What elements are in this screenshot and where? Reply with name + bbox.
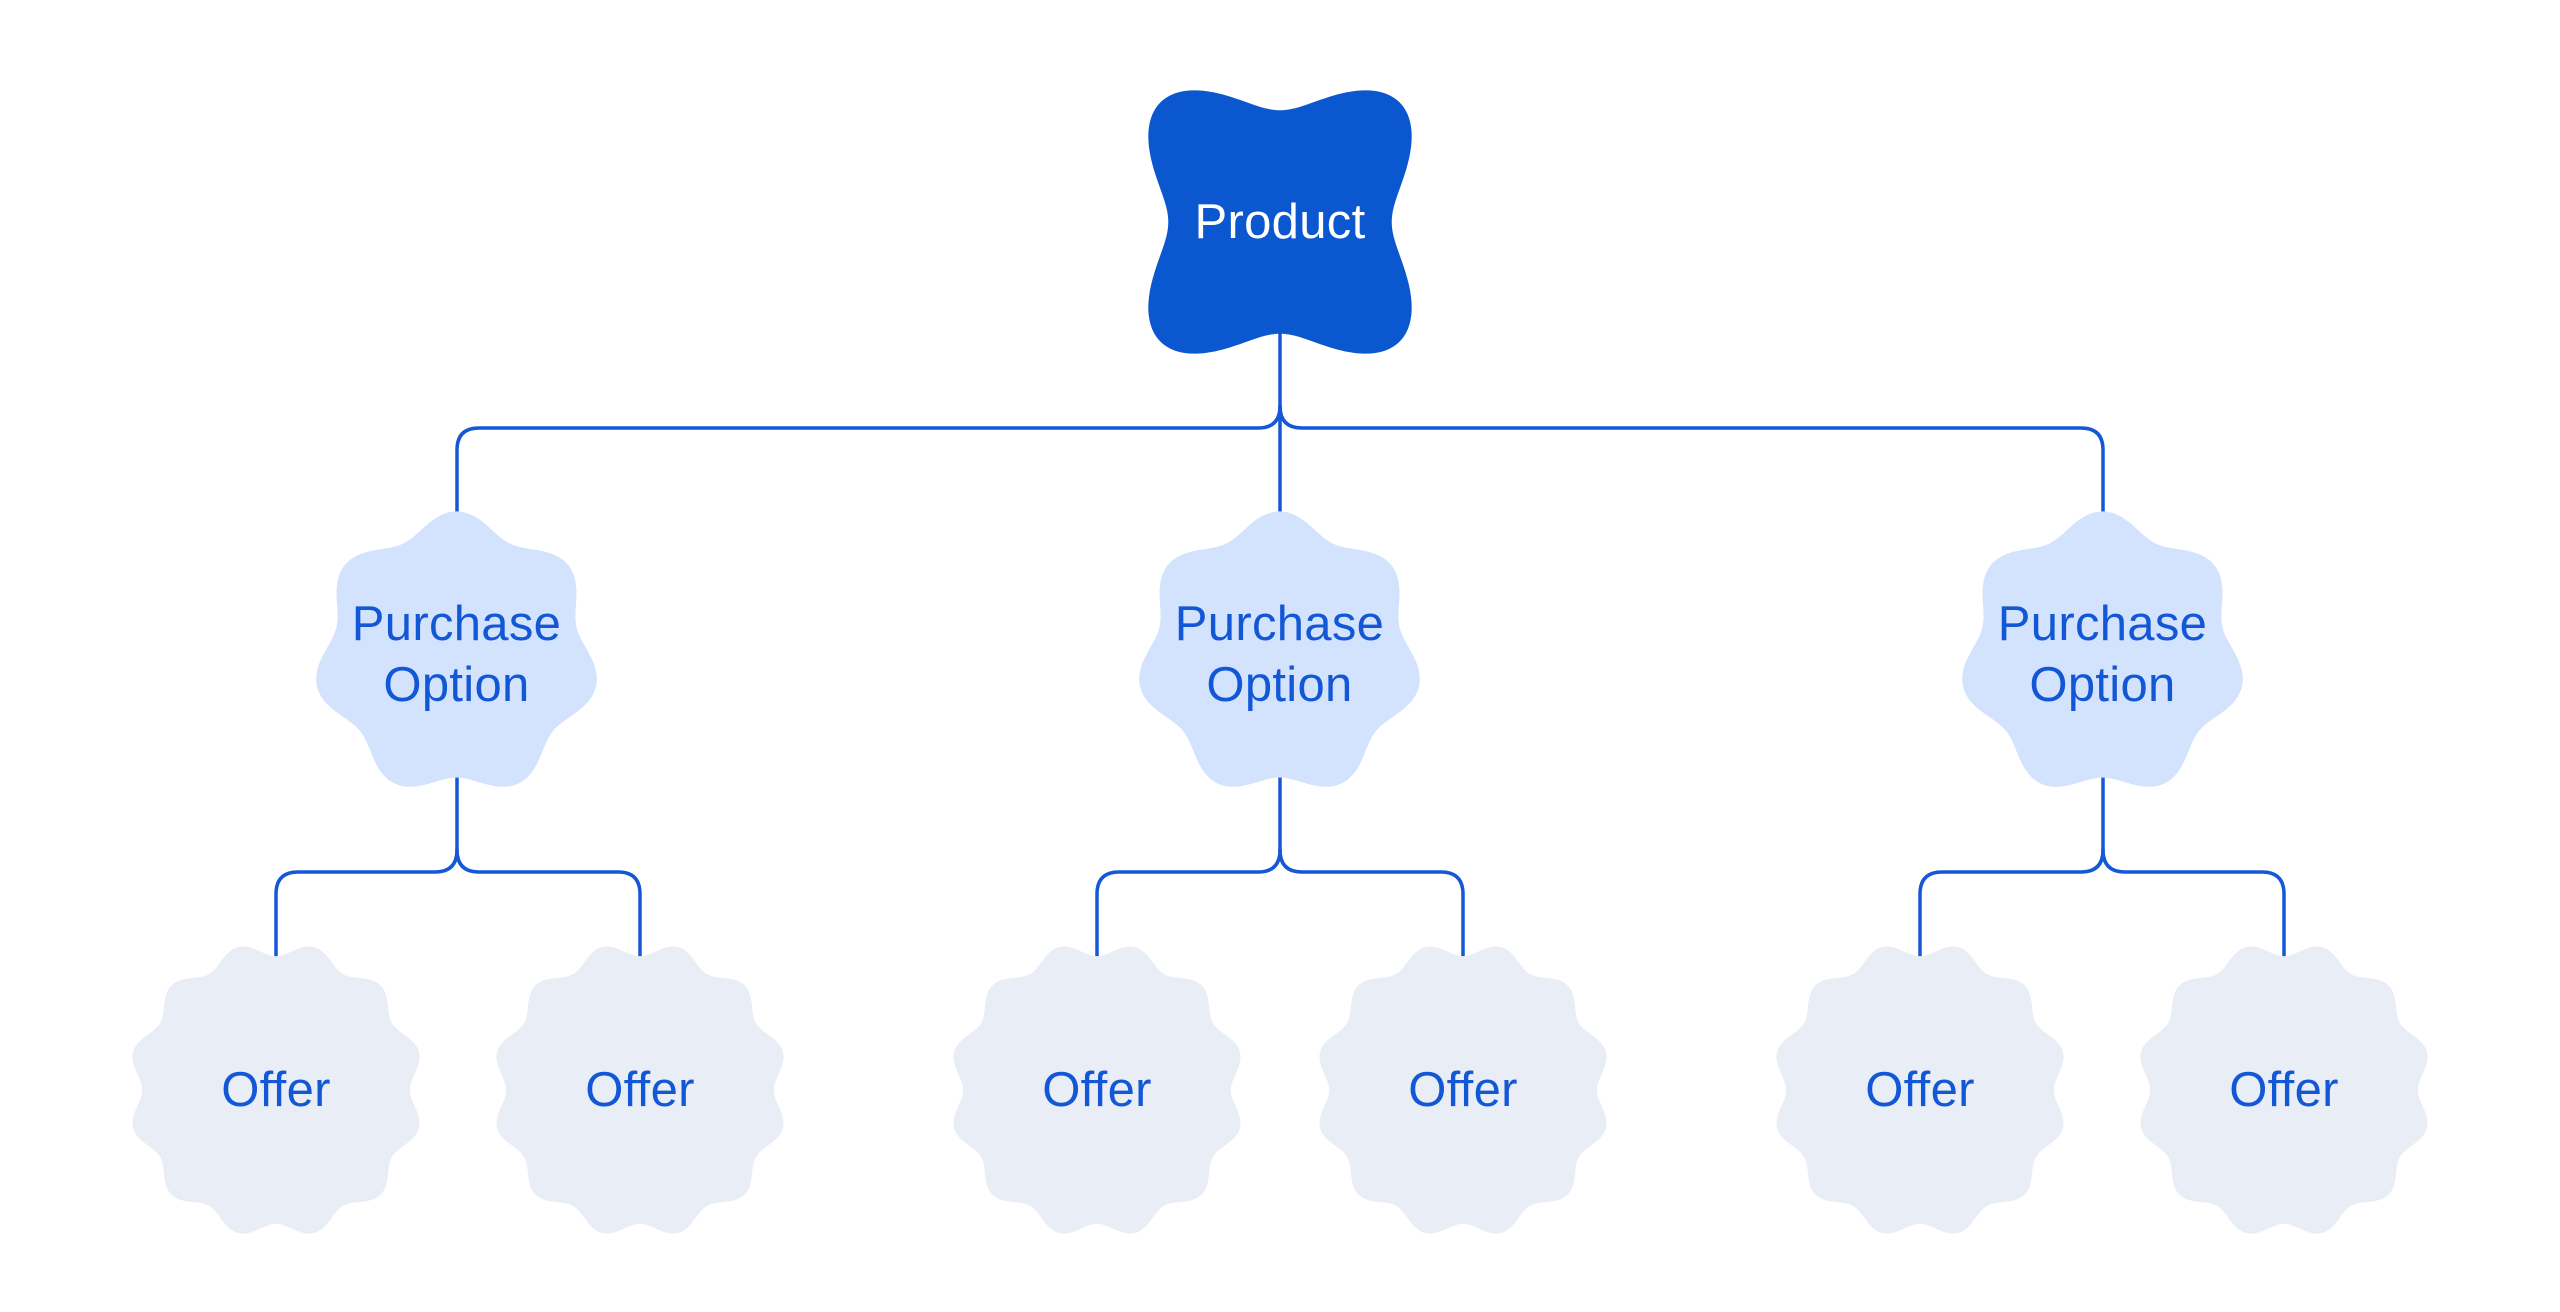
offer-label: Offer — [1865, 1062, 1975, 1117]
node-offer-4: Offer — [1318, 945, 1608, 1235]
node-purchase-option-3: Purchase Option — [1958, 510, 2247, 799]
offer-blob-path — [132, 946, 420, 1234]
offer-label: Offer — [1042, 1062, 1152, 1117]
offer-blob-path — [2140, 946, 2428, 1234]
offer-blob-path — [1319, 946, 1607, 1234]
offer-scallop-blob-icon — [2140, 946, 2428, 1234]
purchase-flower-blob-icon — [1962, 511, 2243, 787]
connector-level1-left — [455, 404, 1282, 518]
purchase-blob-path — [1962, 511, 2243, 787]
product-blob-path — [1148, 90, 1412, 354]
offer-blob-path — [953, 946, 1241, 1234]
connector-po3-right — [2101, 848, 2286, 960]
connector-po3-left — [1918, 848, 2105, 960]
purchase-flower-blob-icon — [316, 511, 597, 787]
offer-blob-path — [1776, 946, 2064, 1234]
node-offer-1: Offer — [131, 945, 421, 1235]
offer-label: Offer — [585, 1062, 695, 1117]
offer-blob-path — [496, 946, 784, 1234]
node-offer-3: Offer — [952, 945, 1242, 1235]
offer-label: Offer — [221, 1062, 331, 1117]
offer-scallop-blob-icon — [1776, 946, 2064, 1234]
purchase-blob-path — [316, 511, 597, 787]
offer-scallop-blob-icon — [953, 946, 1241, 1234]
connector-po1-right — [455, 848, 642, 960]
offer-scallop-blob-icon — [1319, 946, 1607, 1234]
purchase-flower-blob-icon — [1139, 511, 1420, 787]
offer-scallop-blob-icon — [496, 946, 784, 1234]
node-purchase-option-2: Purchase Option — [1135, 510, 1424, 799]
purchase-option-label: Purchase Option — [1174, 596, 1385, 712]
offer-scallop-blob-icon — [132, 946, 420, 1234]
node-product: Product — [1147, 89, 1413, 355]
connector-po1-left — [274, 848, 459, 960]
node-offer-5: Offer — [1775, 945, 2065, 1235]
product-label: Product — [1194, 194, 1366, 249]
purchase-option-label: Purchase Option — [1997, 596, 2208, 712]
node-offer-2: Offer — [495, 945, 785, 1235]
purchase-option-label: Purchase Option — [351, 596, 562, 712]
purchase-blob-path — [1139, 511, 1420, 787]
node-purchase-option-1: Purchase Option — [312, 510, 601, 799]
connector-po2-right — [1278, 848, 1465, 960]
connector-level1-right — [1278, 404, 2105, 518]
product-cookie-blob-icon — [1148, 90, 1412, 354]
connector-po2-left — [1095, 848, 1282, 960]
offer-label: Offer — [2229, 1062, 2339, 1117]
node-offer-6: Offer — [2139, 945, 2429, 1235]
offer-label: Offer — [1408, 1062, 1518, 1117]
